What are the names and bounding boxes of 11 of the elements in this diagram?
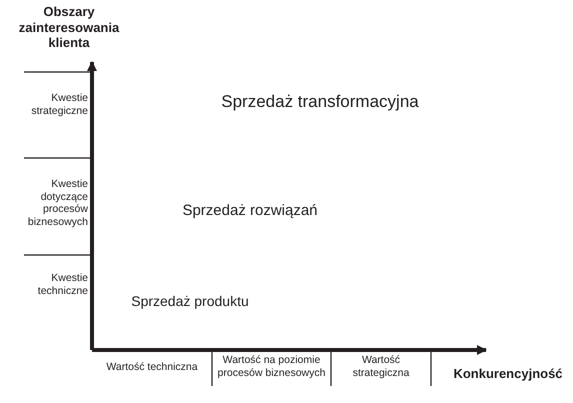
zone-label: Sprzedaż rozwiązań — [181, 202, 319, 220]
row-label: Kwestie dotyczące procesów biznesowych — [26, 178, 88, 228]
column-label: Wartość strategiczna — [352, 354, 410, 380]
zone-label: Sprzedaż transformacyjna — [220, 92, 420, 112]
row-label: Kwestie strategiczne — [30, 92, 88, 118]
column-label: Wartość na poziomie procesów biznesowych — [216, 354, 326, 380]
axis-title: Konkurencyjność — [452, 366, 564, 382]
column-label: Wartość techniczna — [105, 361, 199, 374]
zone-label: Sprzedaż produktu — [130, 293, 250, 310]
axis-title: Obszary zainteresowania klienta — [18, 4, 120, 51]
row-label: Kwestie techniczne — [36, 272, 88, 298]
